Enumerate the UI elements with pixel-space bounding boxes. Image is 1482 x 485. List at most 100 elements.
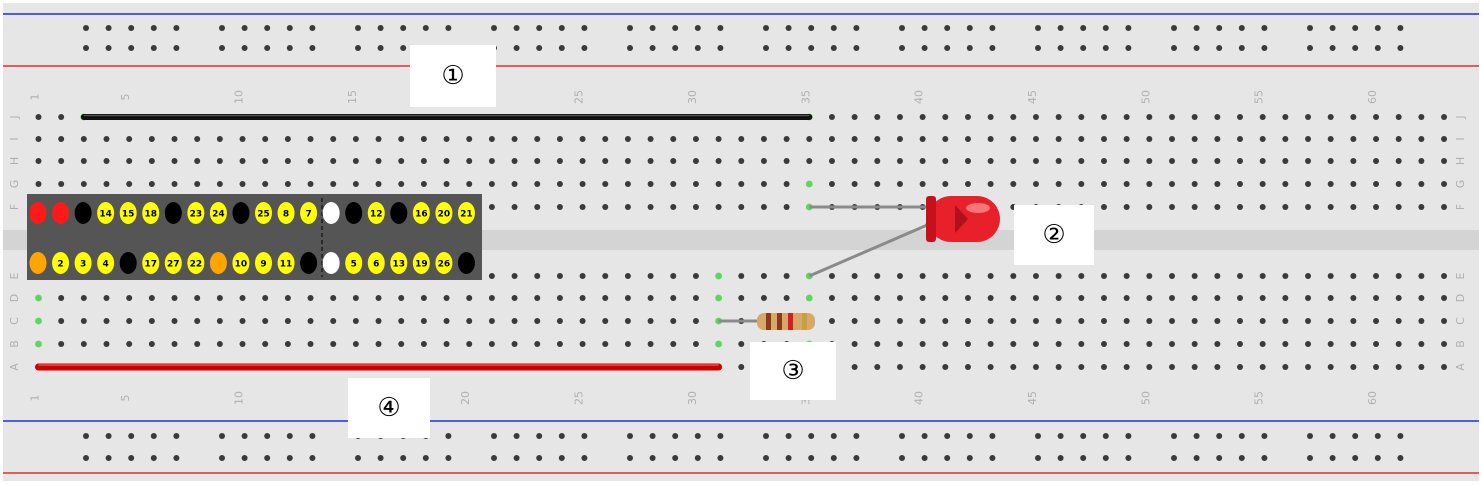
rail-hole: [1374, 433, 1381, 439]
hole: [1373, 204, 1380, 210]
hole: [443, 181, 450, 187]
hole: [1350, 114, 1357, 120]
hole: [1259, 204, 1266, 210]
hole: [1282, 136, 1289, 142]
hole: [307, 158, 314, 164]
row-letter: C: [1454, 317, 1467, 325]
hole: [1282, 341, 1289, 347]
hole: [874, 158, 881, 164]
hole: [1395, 158, 1402, 164]
rail-hole: [128, 433, 135, 439]
hole: [239, 318, 246, 324]
hole: [874, 136, 881, 142]
rail-hole: [830, 433, 837, 439]
hole: [987, 364, 994, 370]
hole: [1259, 181, 1266, 187]
rail-hole: [763, 433, 769, 439]
hole: [375, 181, 382, 187]
hole: [1010, 136, 1017, 142]
hole: [1441, 295, 1448, 301]
hole: [534, 136, 541, 142]
gpio-bottom-pin-label: 26: [438, 260, 451, 270]
hole: [171, 295, 178, 301]
hole: [262, 318, 269, 324]
row-letter: F: [1454, 204, 1467, 210]
hole: [1418, 158, 1425, 164]
rail-hole: [536, 433, 543, 439]
gpio-top-pin: [142, 202, 160, 224]
rail-hole: [400, 45, 407, 51]
hole: [534, 341, 541, 347]
hole: [126, 158, 133, 164]
led-highlight: [966, 203, 990, 213]
hole: [670, 341, 677, 347]
gpio-bottom-pin-label: 3: [80, 260, 86, 270]
hole: [1237, 318, 1244, 324]
hole: [1055, 364, 1062, 370]
hole: [760, 136, 767, 142]
gpio-bottom-pin: [119, 252, 137, 274]
hole: [1259, 158, 1266, 164]
hole: [194, 295, 201, 301]
hole: [194, 181, 201, 187]
hole: [1055, 114, 1062, 120]
hole: [1305, 341, 1312, 347]
rail-hole: [672, 25, 679, 31]
hole: [1055, 181, 1062, 187]
hole: [715, 158, 722, 164]
hole: [647, 341, 654, 347]
rail-hole: [377, 25, 384, 31]
hole: [1100, 341, 1107, 347]
hole: [375, 341, 382, 347]
hole: [579, 341, 586, 347]
hole: [942, 318, 949, 324]
rail-hole: [717, 25, 724, 31]
hole: [1395, 318, 1402, 324]
hole: [1327, 295, 1334, 301]
rail-hole: [1216, 455, 1223, 461]
rail-hole: [1352, 433, 1359, 439]
rail-hole: [649, 433, 656, 439]
rail-hole: [763, 25, 769, 31]
rail-hole: [989, 455, 996, 461]
hole: [375, 136, 382, 142]
hole: [987, 273, 994, 279]
hole: [420, 136, 427, 142]
rail-hole: [1307, 433, 1313, 439]
row-letter: A: [1454, 363, 1467, 371]
hole: [375, 318, 382, 324]
hole: [443, 136, 450, 142]
hole: [1078, 114, 1085, 120]
resistor-band: [777, 313, 782, 330]
hole: [443, 158, 450, 164]
column-number: 40: [913, 391, 926, 405]
hole: [35, 340, 42, 348]
gpio-bottom-pin: [232, 252, 250, 274]
hole: [1100, 204, 1107, 210]
hole: [216, 341, 223, 347]
column-number: 35: [799, 90, 812, 104]
rail-hole: [1057, 455, 1064, 461]
hole: [466, 341, 473, 347]
hole: [1395, 204, 1402, 210]
hole: [307, 136, 314, 142]
hole: [896, 318, 903, 324]
hole: [1010, 318, 1017, 324]
hole: [420, 295, 427, 301]
hole: [602, 273, 609, 279]
hole: [1169, 273, 1175, 279]
hole: [1418, 341, 1425, 347]
gpio-bottom-pin: [322, 252, 340, 274]
hole: [1100, 273, 1107, 279]
hole: [216, 318, 223, 324]
rail-hole: [513, 455, 520, 461]
rail-hole: [377, 45, 384, 51]
hole: [874, 364, 881, 370]
hole: [602, 295, 609, 301]
hole: [1350, 295, 1357, 301]
column-number: 10: [233, 391, 246, 405]
hole: [1032, 364, 1039, 370]
gpio-top-pin: [390, 202, 408, 224]
gpio-bottom-pin: [142, 252, 160, 274]
